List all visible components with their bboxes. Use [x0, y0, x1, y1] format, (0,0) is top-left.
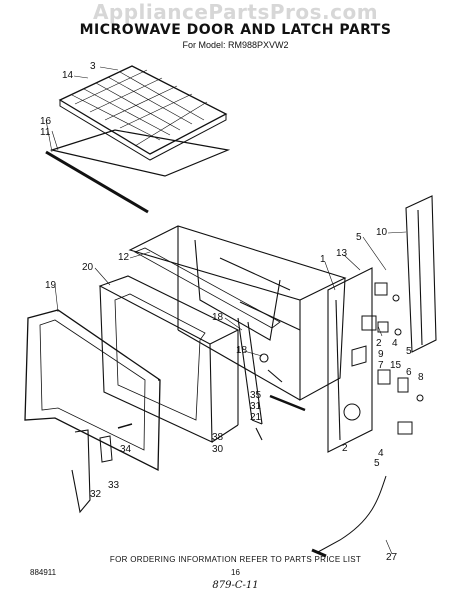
outer-door [24, 309, 161, 472]
door-latch-hooks [71, 423, 133, 514]
callout-35: 35 [250, 390, 262, 401]
callout-9: 9 [378, 349, 384, 360]
callout-5-mid: 5 [406, 346, 412, 357]
callout-19: 19 [45, 280, 57, 291]
callout-3: 3 [90, 61, 96, 72]
ordering-instruction: FOR ORDERING INFORMATION REFER TO PARTS … [109, 555, 362, 564]
callout-6: 6 [406, 367, 412, 378]
latch-switches [343, 282, 424, 435]
hinge-rods [237, 317, 306, 441]
callout-11: 11 [40, 127, 51, 138]
leader-lines [45, 66, 407, 555]
callout-5-lower: 5 [374, 458, 380, 469]
callout-8: 8 [418, 372, 424, 383]
oven-rack [58, 65, 228, 161]
page-number: 16 [231, 568, 240, 577]
callout-5-top: 5 [356, 232, 362, 243]
handwritten-code: 879-C-11 [212, 580, 259, 591]
callout-38: 38 [212, 432, 224, 443]
callout-7: 7 [378, 360, 384, 371]
callout-18-lower: 18 [236, 345, 248, 356]
callout-27: 27 [386, 552, 398, 563]
callout-2-lower: 2 [342, 443, 348, 454]
callout-20: 20 [82, 262, 94, 273]
side-bracket [405, 195, 437, 353]
callout-1: 1 [320, 254, 326, 265]
callout-30: 30 [212, 444, 224, 455]
glass-tray [45, 129, 231, 214]
diagram-title: MICROWAVE DOOR AND LATCH PARTS [79, 22, 392, 38]
callout-21: 21 [250, 412, 262, 423]
callout-18-upper: 18 [212, 312, 224, 323]
callout-16: 16 [40, 116, 52, 127]
callout-13: 13 [336, 248, 348, 259]
callout-4-upper: 4 [392, 338, 398, 349]
callout-33: 33 [108, 480, 120, 491]
callout-31: 31 [250, 401, 262, 412]
oven-chassis [128, 225, 347, 401]
document-number: 884911 [30, 568, 57, 577]
wire-harness [311, 475, 387, 558]
latch-plate [327, 267, 373, 453]
model-number: For Model: RM988PXVW2 [182, 40, 289, 50]
callout-4-lower: 4 [378, 448, 384, 459]
callout-labels: 3 14 16 11 12 20 19 18 18 35 31 21 38 30… [40, 61, 424, 563]
callout-12: 12 [118, 252, 130, 263]
callout-32: 32 [90, 489, 102, 500]
callout-34: 34 [120, 444, 132, 455]
callout-15: 15 [390, 360, 402, 371]
callout-14: 14 [62, 70, 74, 81]
watermark: AppliancePartsPros.com [92, 0, 379, 24]
callout-10: 10 [376, 227, 388, 238]
door-inner-frame [98, 275, 240, 443]
callout-2-upper: 2 [376, 338, 382, 349]
